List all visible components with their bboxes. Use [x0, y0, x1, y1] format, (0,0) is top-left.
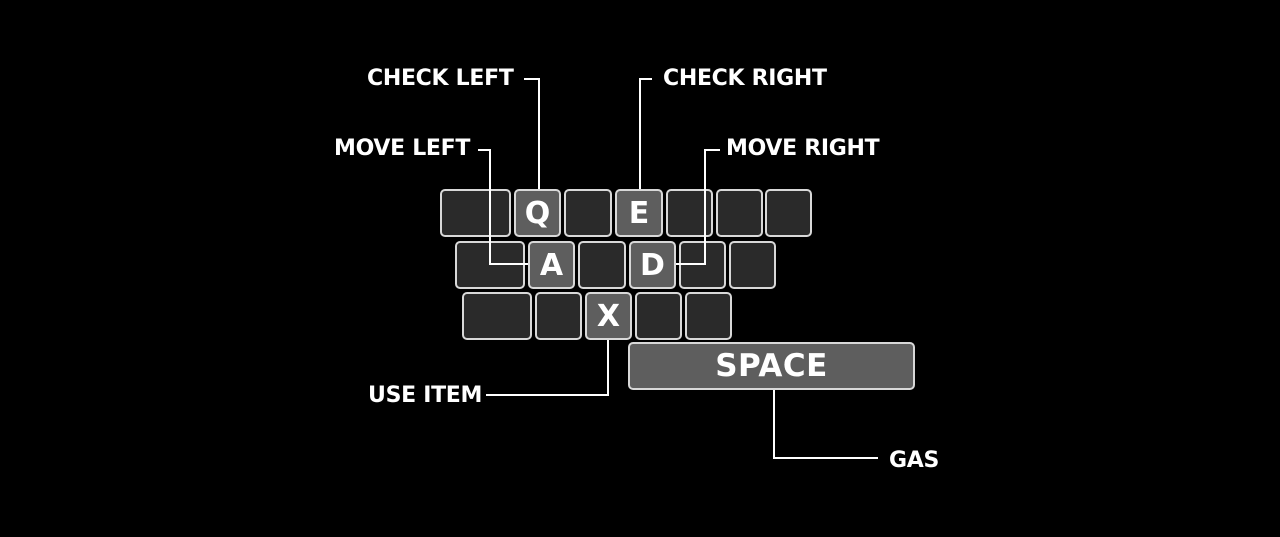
key-blank	[679, 241, 726, 289]
label-check-right: CHECK RIGHT	[663, 66, 827, 91]
leader-check-right	[639, 78, 652, 189]
key-blank	[578, 241, 626, 289]
key-blank	[635, 292, 682, 340]
key-e: E	[615, 189, 663, 237]
key-blank	[535, 292, 582, 340]
key-blank	[716, 189, 763, 237]
key-q: Q	[514, 189, 561, 237]
label-use-item: USE ITEM	[368, 383, 483, 408]
label-gas: GAS	[889, 448, 940, 473]
leader-gas	[773, 390, 878, 459]
key-d: D	[629, 241, 676, 289]
key-blank	[440, 189, 511, 237]
key-blank	[729, 241, 776, 289]
key-a: A	[528, 241, 575, 289]
key-blank	[685, 292, 732, 340]
leader-use-item	[486, 340, 609, 396]
leader-check-left	[524, 78, 540, 189]
key-blank	[462, 292, 532, 340]
key-blank	[564, 189, 612, 237]
label-move-left: MOVE LEFT	[334, 136, 471, 161]
key-blank	[666, 189, 713, 237]
label-check-left: CHECK LEFT	[367, 66, 514, 91]
key-x: X	[585, 292, 632, 340]
key-blank	[765, 189, 812, 237]
key-blank	[455, 241, 525, 289]
label-move-right: MOVE RIGHT	[726, 136, 880, 161]
key-space: SPACE	[628, 342, 915, 390]
